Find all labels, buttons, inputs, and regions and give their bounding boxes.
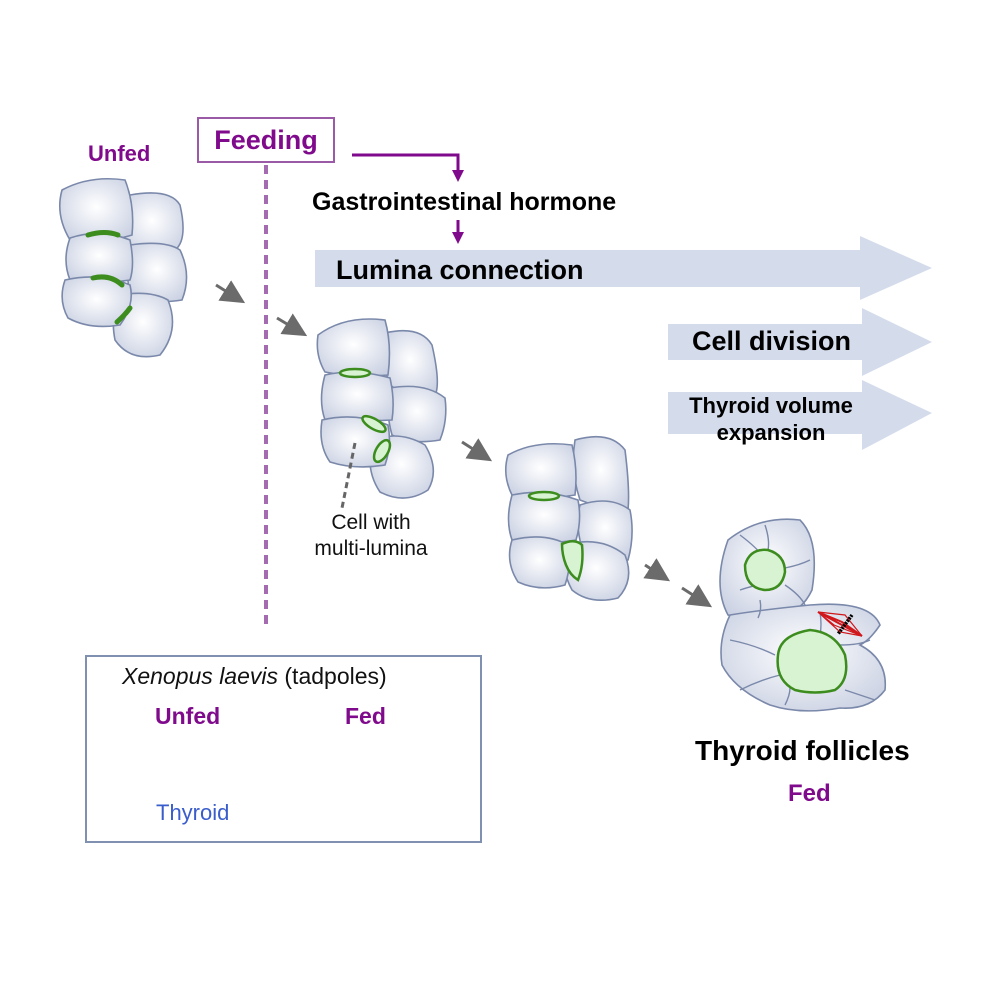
cell-with-line-2: multi-lumina [314, 537, 428, 560]
cell-division-band [668, 308, 932, 376]
lumina-connection-band [315, 236, 932, 300]
legend-species-italic: Xenopus laevis [122, 663, 278, 689]
intermediate-lumens [527, 490, 584, 582]
multi-lumina-pointer [340, 442, 357, 509]
thyroid-follicles-label: Thyroid follicles [695, 735, 910, 766]
multi-lumina-lumens [338, 367, 392, 464]
progress-arrow-4 [643, 558, 671, 582]
progress-arrow-3 [461, 438, 493, 462]
cell-with-multi-lumina-label: Cell with multi-lumina [286, 510, 456, 562]
legend-thyroid-label: Thyroid [156, 800, 230, 825]
hormone-to-lumina-arrow [452, 220, 464, 244]
feeding-label: Feeding [214, 124, 318, 155]
fed-follicle-lumens [743, 548, 848, 694]
unfed-label: Unfed [88, 141, 151, 166]
tadpole-legend-box [85, 655, 482, 843]
lumina-connection-label: Lumina connection [336, 255, 584, 285]
cell-with-line-1: Cell with [331, 511, 411, 534]
gi-hormone-label: Gastrointestinal hormone [312, 188, 617, 216]
progress-arrow-2 [276, 313, 308, 337]
thyroid-volume-line-2: expansion [716, 420, 826, 445]
feeding-box: Feeding [197, 117, 335, 163]
unfed-cell-cluster [59, 177, 188, 358]
thyroid-volume-band [668, 380, 932, 450]
fed-label: Fed [788, 780, 831, 807]
legend-species-title: Xenopus laevis (tadpoles) [122, 663, 387, 690]
thyroid-volume-label: Thyroid volume expansion [668, 392, 874, 446]
multi-lumina-cell-cluster [316, 318, 447, 499]
progress-arrow-1 [215, 280, 246, 304]
progress-arrow-5 [681, 584, 713, 608]
legend-species-rest: (tadpoles) [278, 663, 387, 689]
legend-fed-label: Fed [345, 703, 386, 729]
cell-division-label: Cell division [692, 326, 852, 356]
mitotic-spindle-icon [817, 611, 863, 637]
feeding-to-hormone-arrow [352, 153, 464, 182]
legend-unfed-label: Unfed [155, 703, 221, 729]
unfed-lumen-marks [85, 230, 133, 325]
intermediate-cell-cluster [504, 435, 633, 601]
thyroid-volume-line-1: Thyroid volume [689, 393, 853, 418]
